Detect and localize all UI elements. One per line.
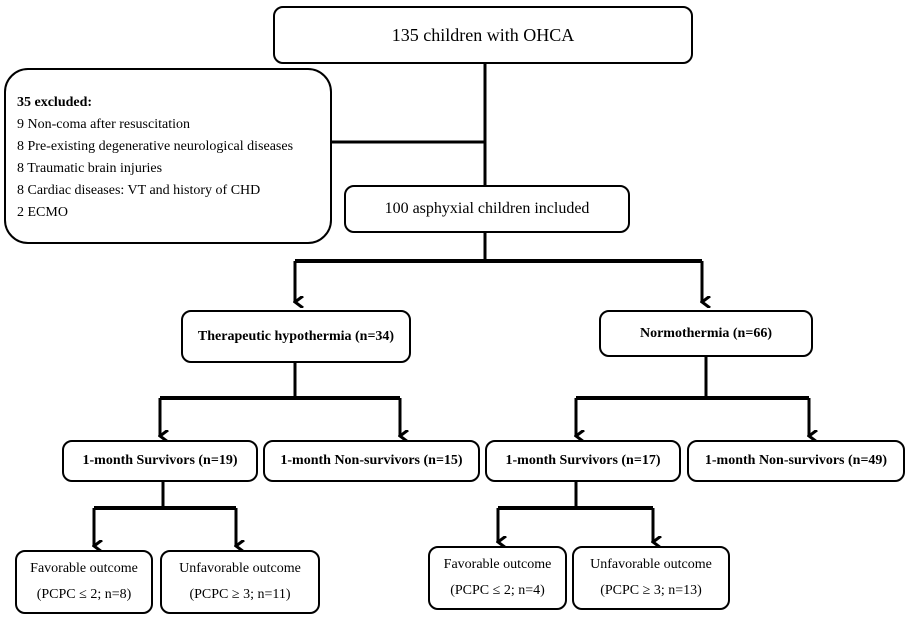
total-children-label: 135 children with OHCA (391, 24, 575, 45)
hypo-survivors-box: 1-month Survivors (n=19) (62, 440, 258, 482)
hypo-favorable-box: Favorable outcome (PCPC ≤ 2; n=8) (15, 550, 153, 614)
excluded-box: 35 excluded: 9 Non-coma after resuscitat… (4, 68, 332, 244)
included-label: 100 asphyxial children included (384, 200, 590, 217)
normo-favorable-title: Favorable outcome (443, 557, 552, 572)
total-children-box: 135 children with OHCA (273, 6, 693, 64)
excluded-header: 35 excluded: (17, 95, 93, 110)
hypo-unfavorable-box: Unfavorable outcome (PCPC ≥ 3; n=11) (160, 550, 320, 614)
hypothermia-label: Therapeutic hypothermia (n=34) (197, 328, 395, 344)
normo-survivors-box: 1-month Survivors (n=17) (485, 440, 681, 482)
excluded-item: 8 Cardiac diseases: VT and history of CH… (17, 183, 261, 198)
normothermia-box: Normothermia (n=66) (599, 310, 813, 357)
normo-survivors-label: 1-month Survivors (n=17) (505, 453, 661, 469)
normo-unfavorable-title: Unfavorable outcome (590, 557, 712, 572)
hypo-unfavorable-detail: (PCPC ≥ 3; n=11) (189, 587, 291, 602)
hypo-favorable-title: Favorable outcome (30, 561, 138, 576)
hypo-non-survivors-label: 1-month Non-survivors (n=15) (280, 453, 463, 469)
excluded-item: 2 ECMO (17, 205, 68, 220)
normo-favorable-detail: (PCPC ≤ 2; n=4) (450, 583, 545, 598)
normo-non-survivors-label: 1-month Non-survivors (n=49) (704, 453, 888, 469)
normothermia-label: Normothermia (n=66) (639, 325, 772, 341)
excluded-item: 8 Traumatic brain injuries (17, 161, 163, 176)
normo-unfavorable-detail: (PCPC ≥ 3; n=13) (600, 583, 702, 598)
excluded-item: 8 Pre-existing degenerative neurological… (17, 139, 294, 154)
hypothermia-box: Therapeutic hypothermia (n=34) (181, 310, 411, 363)
hypo-unfavorable-title: Unfavorable outcome (179, 561, 301, 576)
normo-non-survivors-box: 1-month Non-survivors (n=49) (687, 440, 905, 482)
normo-favorable-box: Favorable outcome (PCPC ≤ 2; n=4) (428, 546, 567, 610)
hypo-favorable-detail: (PCPC ≤ 2; n=8) (36, 587, 132, 602)
included-box: 100 asphyxial children included (344, 185, 630, 233)
hypo-non-survivors-box: 1-month Non-survivors (n=15) (263, 440, 480, 482)
normo-unfavorable-box: Unfavorable outcome (PCPC ≥ 3; n=13) (572, 546, 730, 610)
hypo-survivors-label: 1-month Survivors (n=19) (82, 453, 238, 469)
excluded-item: 9 Non-coma after resuscitation (17, 117, 190, 132)
